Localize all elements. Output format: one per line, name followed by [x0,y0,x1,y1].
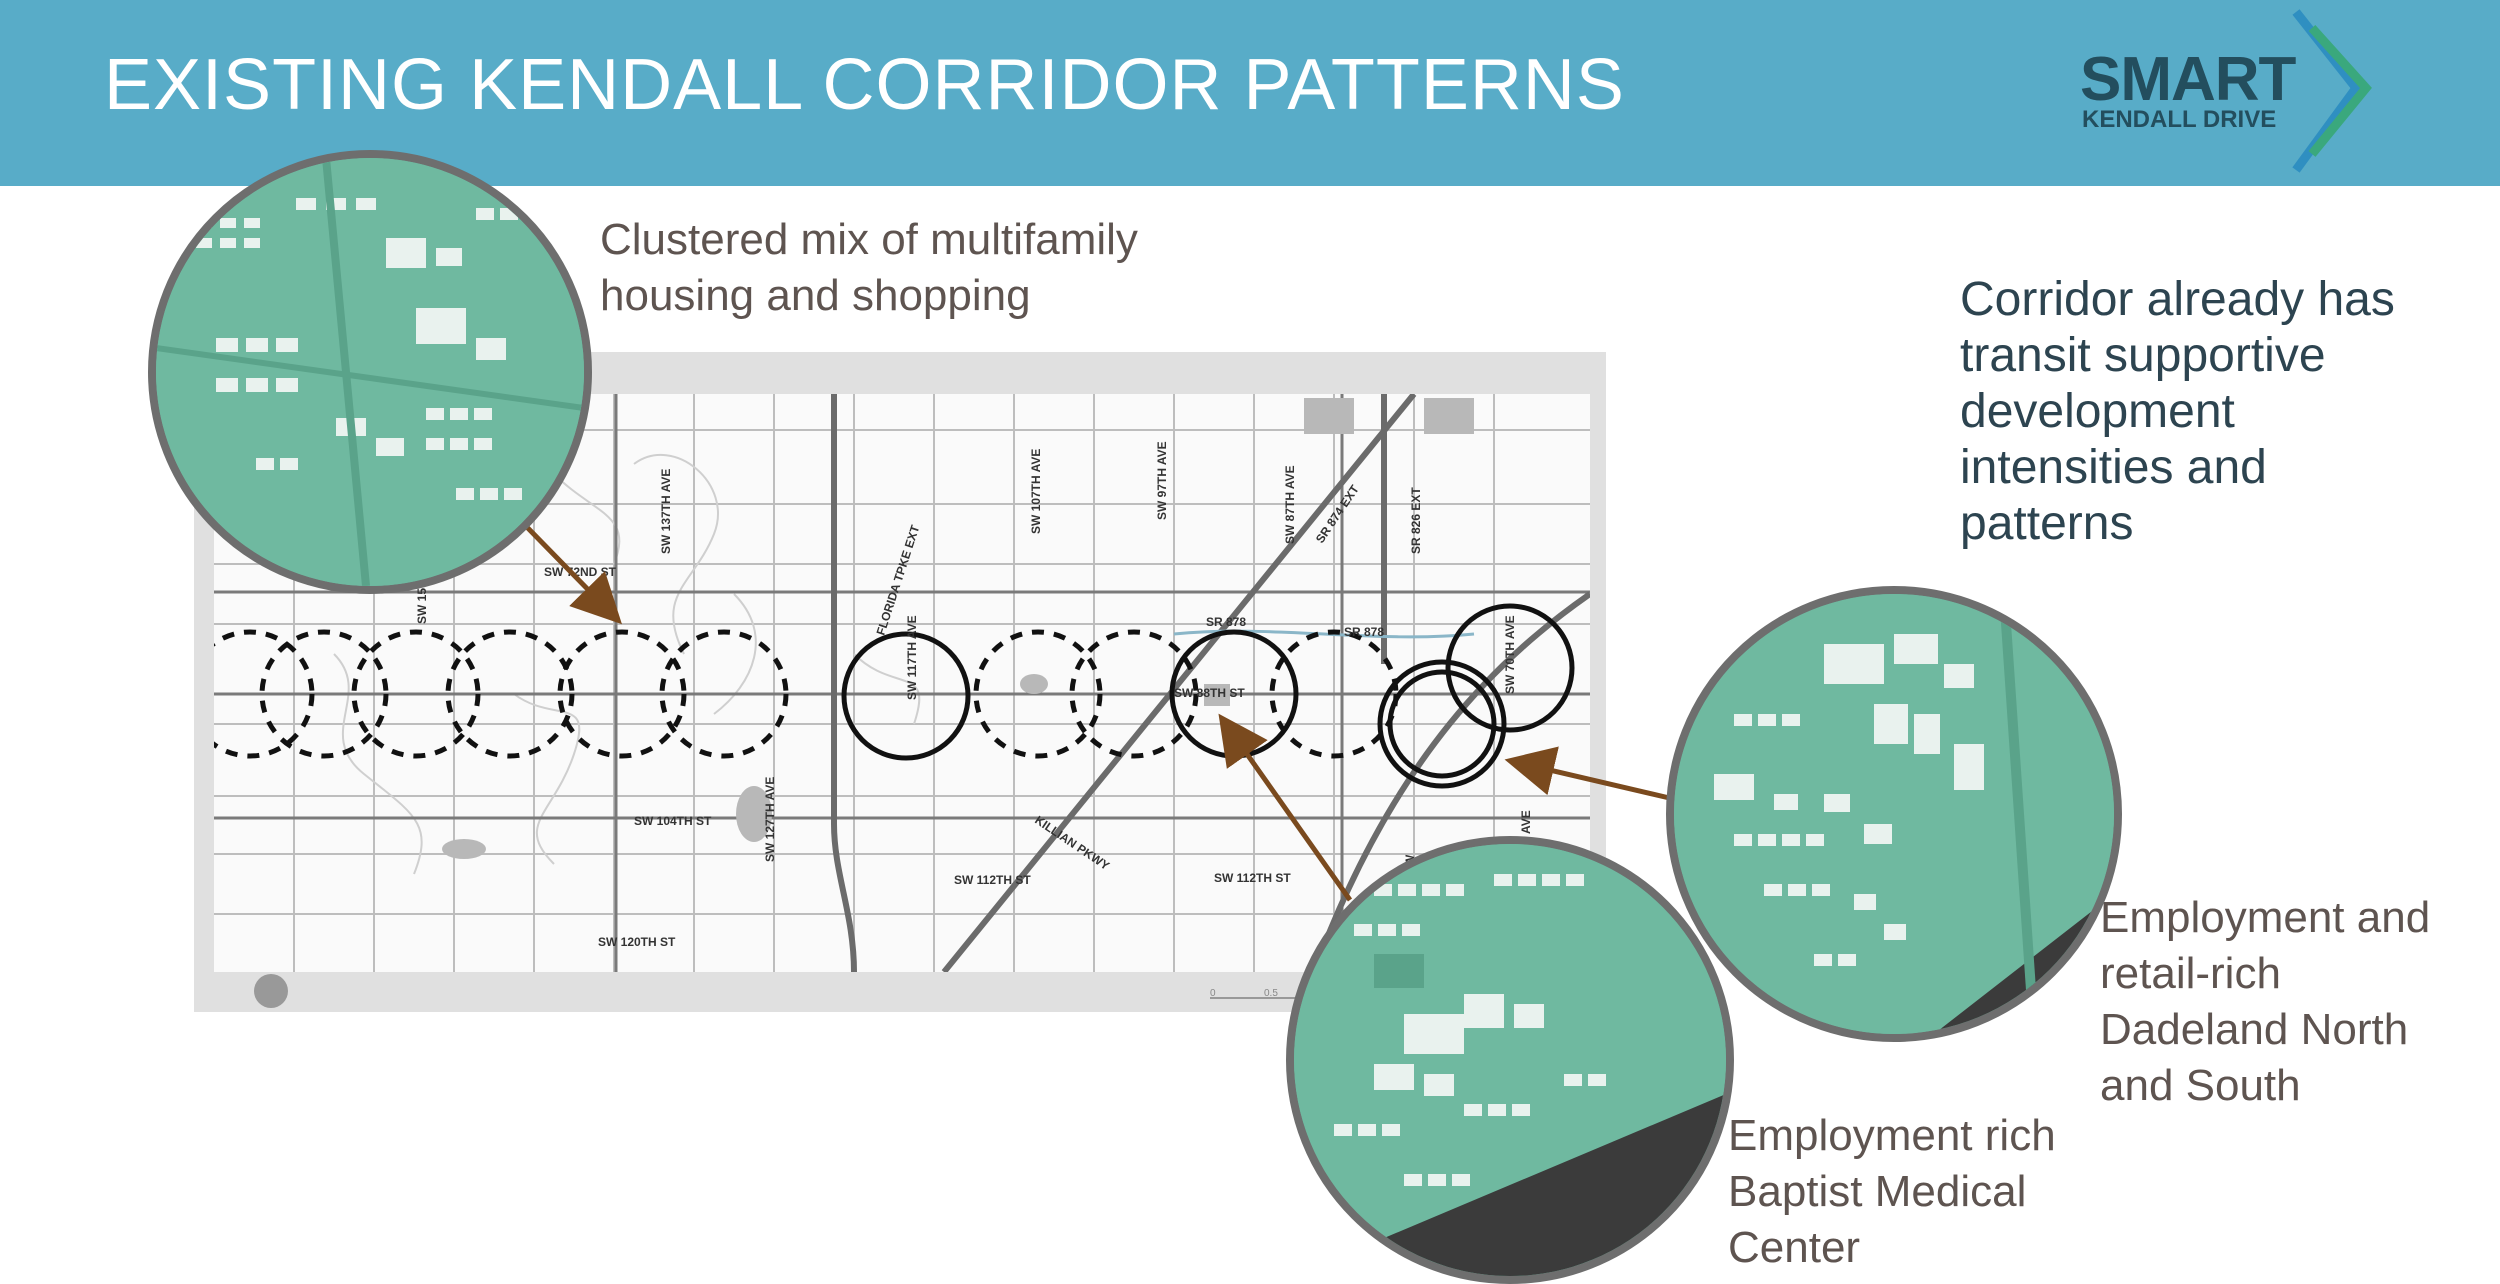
caption-baptist: Employment rich Baptist Medical Center [1728,1108,2056,1276]
north-arrow-icon [254,974,288,1008]
scale-half: 0.5 [1264,988,1278,999]
zoom-circle-clustered [148,150,592,594]
label-sw-157: SW 157 [415,581,429,624]
caption-baptist-line2: Baptist Medical [1728,1167,2027,1216]
map-major-roads [214,394,1590,972]
caption-clustered: Clustered mix of multifamily housing and… [600,212,1138,324]
arrow-baptist [1218,713,1353,902]
label-sr-826-ext: SR 826 EXT [1409,487,1423,554]
caption-clustered-line1: Clustered mix of multifamily [600,215,1138,264]
zoom-render-baptist [1294,844,1726,1276]
caption-dadeland-line2: retail-rich [2100,949,2281,998]
corridor-note-line2: transit supportive [1960,329,2326,382]
label-sw-117th: SW 117TH AVE [905,615,919,700]
map-svg: SW 88TH ST SW 104TH ST SW 112TH ST SW 11… [214,394,1590,972]
caption-clustered-line2: housing and shopping [600,271,1031,320]
smart-kendall-logo: SMART KENDALL DRIVE [2076,8,2376,178]
label-sr-878-east: SR 878 [1344,625,1384,639]
label-sw-87th: SW 87TH AVE [1283,465,1297,544]
corridor-note: Corridor already has transit supportive … [1960,272,2480,552]
map-sr878 [1173,629,1475,639]
map-gray-blobs [442,398,1474,859]
label-sw-137th: SW 137TH AVE [659,469,673,554]
label-sw-127th: SW 127TH AVE [763,777,777,862]
station-circles-solid [841,603,1575,789]
caption-baptist-line1: Employment rich [1728,1111,2056,1160]
label-sw-97th: SW 97TH AVE [1155,441,1169,520]
logo-smart-text: SMART [2080,45,2296,114]
label-sw-70th: SW 70TH AVE [1503,615,1517,694]
station-circles-dashed [214,629,1399,759]
corridor-note-line3: development [1960,385,2235,438]
corridor-note-line5: patterns [1960,497,2134,550]
caption-dadeland: Employment and retail-rich Dadeland Nort… [2100,890,2430,1114]
zoom-render-clustered [156,158,584,586]
zoom-circle-baptist [1286,836,1734,1284]
label-sw-88th: SW 88TH ST [1174,686,1245,700]
logo-kendall-text: KENDALL DRIVE [2082,106,2277,133]
caption-dadeland-line4: and South [2100,1061,2301,1110]
label-sw-112th-west: SW 112TH ST [954,873,1031,887]
label-sw-107th: SW 107TH AVE [1029,449,1043,534]
chevron-logo-icon [2292,9,2372,173]
arrow-dadeland [1504,746,1679,803]
label-sw-104th: SW 104TH ST [634,814,712,828]
label-sr-878-west: SR 878 [1206,615,1246,629]
zoom-circle-dadeland [1666,586,2122,1042]
caption-dadeland-line3: Dadeland North [2100,1005,2409,1054]
corridor-note-line4: intensities and [1960,441,2267,494]
label-sw-112th-east: SW 112TH ST [1214,871,1291,885]
arrow-clustered [518,518,622,625]
corridor-note-line1: Corridor already has [1960,273,2395,326]
zoom-render-dadeland [1674,594,2114,1034]
label-ave: AVE [1519,810,1533,834]
label-sw-120th: SW 120TH ST [598,935,676,949]
caption-dadeland-line1: Employment and [2100,893,2431,942]
scale-zero: 0 [1210,988,1216,999]
page-title: EXISTING KENDALL CORRIDOR PATTERNS [104,45,1625,125]
caption-baptist-line3: Center [1728,1223,1861,1272]
